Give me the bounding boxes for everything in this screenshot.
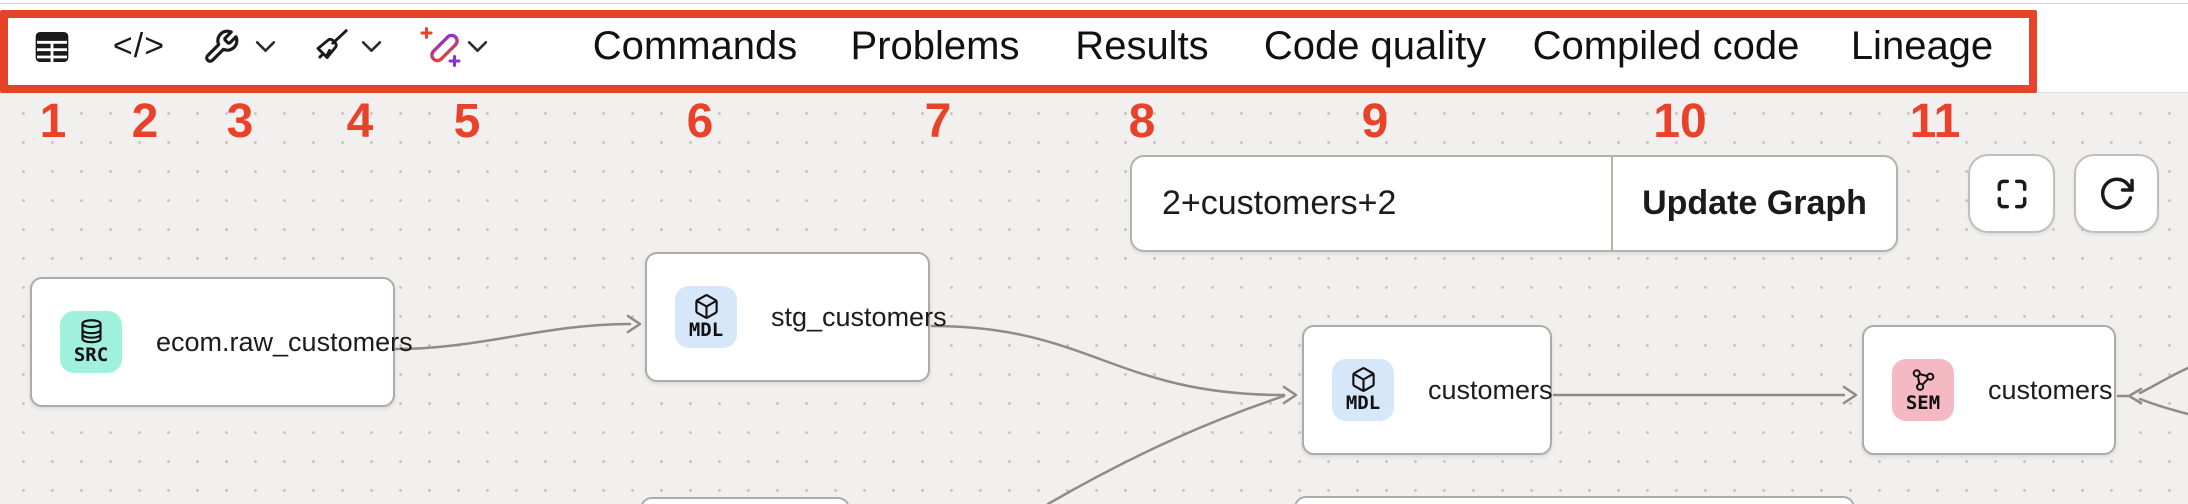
magic-wand-dropdown-button[interactable]: [464, 0, 490, 93]
annotation-number-5: 5: [453, 95, 481, 148]
chevron-down-icon: [255, 41, 275, 52]
node-label: customers: [1428, 374, 1553, 405]
source-badge: SRC: [60, 311, 122, 373]
annotation-number-1: 1: [39, 95, 67, 148]
graph-filter-pill: Update Graph: [1130, 155, 1898, 252]
graph-filter-input[interactable]: [1132, 184, 1611, 223]
model-badge: MDL: [1332, 359, 1394, 421]
graph-filter-field: [1132, 157, 1613, 250]
tab-commands[interactable]: Commands: [592, 24, 798, 68]
annotation-number-11: 11: [1909, 95, 1961, 148]
update-graph-button[interactable]: Update Graph: [1642, 184, 1867, 222]
node-label: ecom.raw_customers: [156, 326, 413, 357]
badge-label: MDL: [1345, 392, 1381, 414]
tab-lineage[interactable]: Lineage: [1850, 24, 1994, 68]
annotation-number-4: 4: [346, 95, 374, 148]
node-stg-customers[interactable]: MDL stg_customers: [645, 252, 947, 382]
table-icon: [35, 31, 69, 62]
annotation-number-3: 3: [226, 95, 254, 148]
wrench-dropdown-button[interactable]: [252, 0, 278, 93]
refresh-icon: [2100, 177, 2134, 209]
code-icon: </>: [112, 27, 166, 65]
annotation-number-2: 2: [131, 95, 159, 148]
pane-top-border: [0, 3, 2188, 4]
badge-label: SRC: [73, 344, 109, 366]
table-button[interactable]: [28, 0, 76, 93]
semantic-badge: SEM: [1892, 359, 1954, 421]
tab-code-quality[interactable]: Code quality: [1263, 24, 1487, 68]
node-label: customers: [1988, 374, 2113, 405]
broom-dropdown-button[interactable]: [358, 0, 384, 93]
database-icon: [80, 319, 102, 344]
lineage-canvas[interactable]: 1 2 3 4 5 6 7 8 9 10 11: [0, 93, 2188, 504]
code-button[interactable]: </>: [108, 0, 170, 93]
chevron-down-icon: [467, 41, 487, 52]
model-badge: MDL: [675, 286, 737, 348]
fullscreen-icon: [1997, 179, 2026, 208]
broom-button[interactable]: [304, 0, 354, 93]
tab-problems[interactable]: Problems: [850, 24, 1020, 68]
chevron-down-icon: [361, 41, 381, 52]
annotation-number-8: 8: [1128, 95, 1156, 148]
wrench-icon: [205, 29, 239, 63]
annotation-number-9: 9: [1361, 95, 1389, 148]
editor-toolbar: </>: [0, 0, 2188, 93]
node-customers-model[interactable]: MDL customers: [1302, 325, 1553, 455]
node-offscreen-bottom-right[interactable]: [1294, 496, 1855, 504]
tab-results[interactable]: Results: [1075, 24, 1209, 68]
node-offscreen-bottom-left[interactable]: [640, 497, 850, 504]
annotation-number-10: 10: [1653, 95, 1707, 148]
node-label: stg_customers: [771, 301, 947, 332]
fullscreen-button[interactable]: [1968, 154, 2055, 233]
node-ecom-raw-customers[interactable]: SRC ecom.raw_customers: [30, 277, 413, 407]
annotation-number-7: 7: [924, 95, 952, 148]
cube-icon: [694, 294, 718, 319]
broom-icon: [316, 28, 348, 59]
node-customers-semantic[interactable]: SEM customers: [1862, 325, 2116, 455]
magic-wand-icon: [420, 26, 461, 67]
wrench-button[interactable]: [200, 0, 242, 93]
badge-label: MDL: [688, 319, 724, 341]
badge-label: SEM: [1905, 392, 1941, 414]
graph-nodes-icon: [1912, 369, 1934, 391]
cube-icon: [1351, 367, 1375, 392]
magic-wand-button[interactable]: [414, 0, 466, 93]
lineage-edges: [394, 314, 2188, 504]
tab-compiled-code[interactable]: Compiled code: [1532, 24, 1800, 68]
refresh-button[interactable]: [2074, 154, 2159, 233]
annotation-number-6: 6: [686, 95, 714, 148]
